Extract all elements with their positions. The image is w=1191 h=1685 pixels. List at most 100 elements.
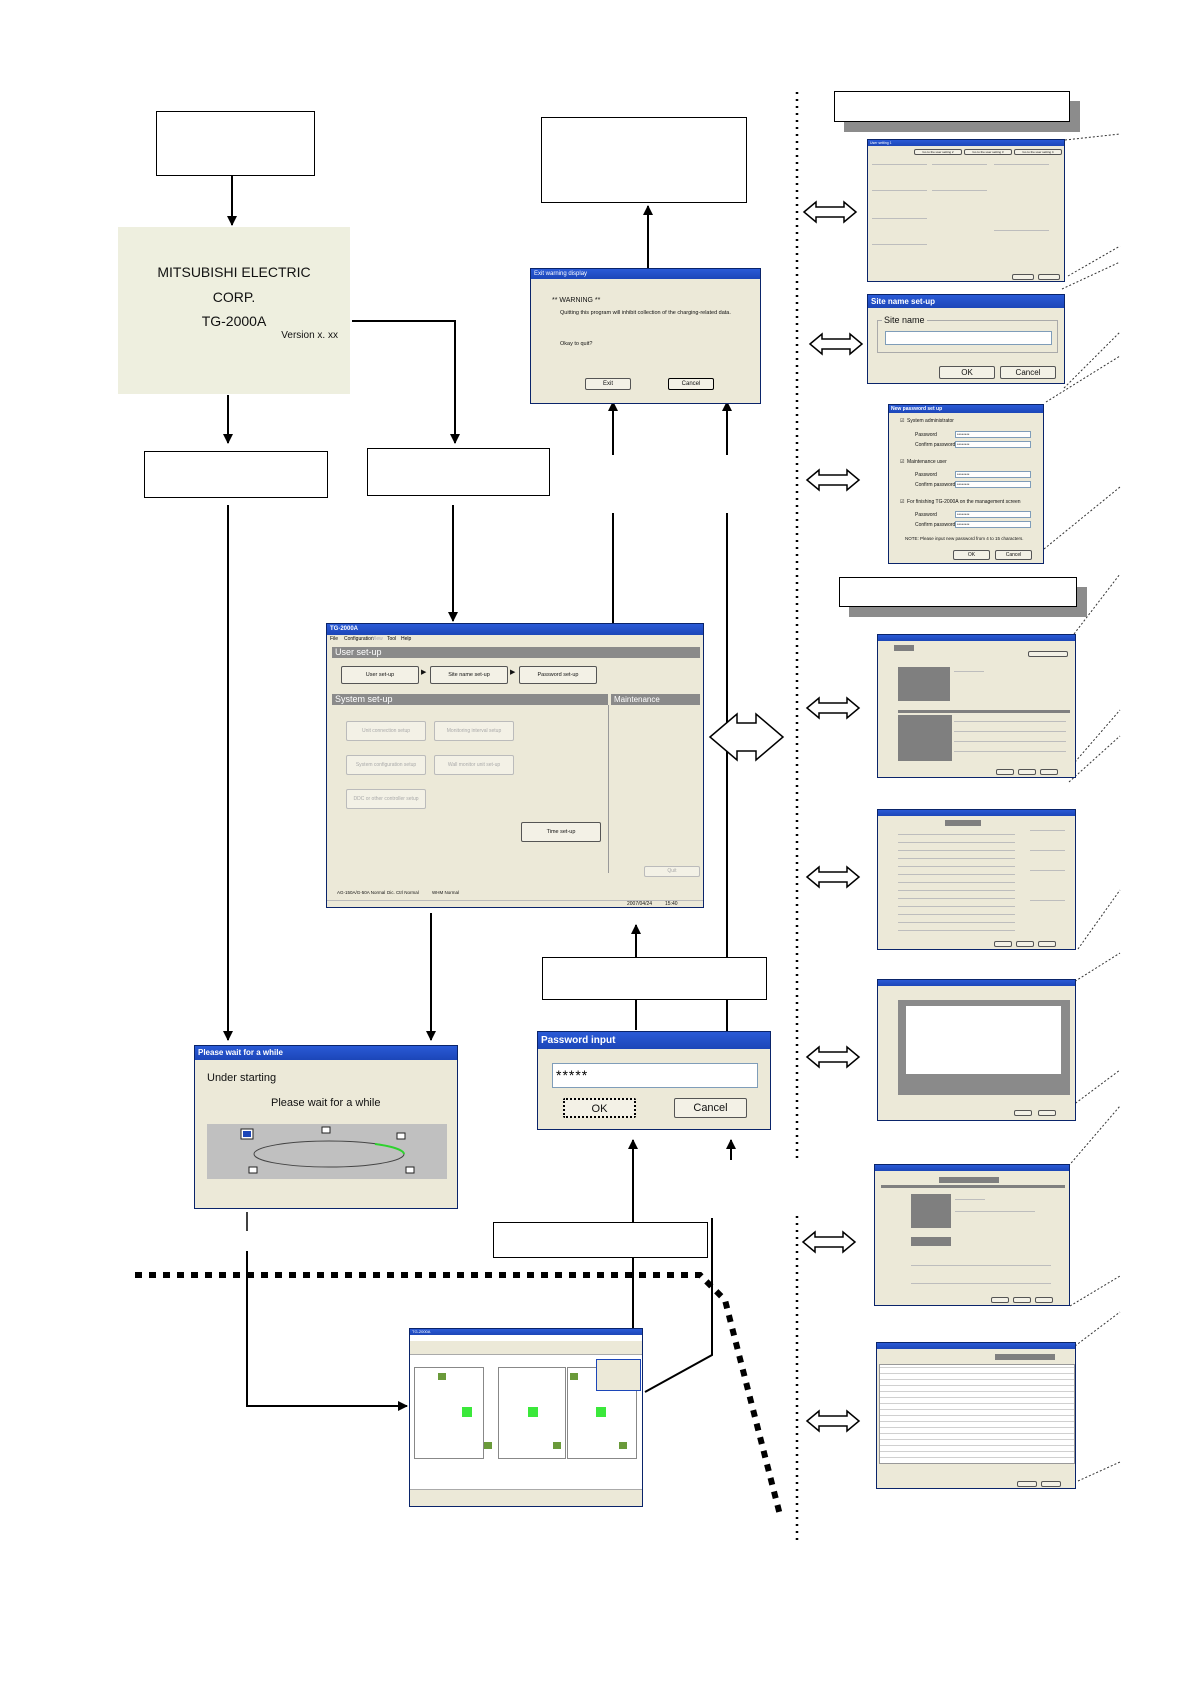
admin-confirm-label: Confirm password: [915, 442, 956, 448]
password-note: NOTE: Please input new password from 4 t…: [905, 536, 1024, 541]
menu-configuration[interactable]: Configuration: [344, 636, 374, 642]
admin-password-field[interactable]: ********: [955, 431, 1031, 438]
monitor-group-panel: [498, 1367, 566, 1459]
menu-view[interactable]: View: [372, 636, 383, 642]
user-setup-header: User set-up: [332, 647, 700, 658]
finishing-password-field[interactable]: ********: [955, 511, 1031, 518]
header-box-system: [839, 577, 1077, 607]
site-name-cancel-button[interactable]: Cancel: [1000, 366, 1056, 379]
configuration-grid: [898, 834, 1015, 938]
quit-button[interactable]: Quit: [644, 866, 700, 877]
system-configuration-button[interactable]: System configuration setup: [346, 755, 426, 775]
unit-icon: [596, 1407, 606, 1417]
site-name-setup-button[interactable]: Site name set-up: [430, 666, 508, 684]
flow-box-monitor-step: [493, 1222, 708, 1258]
user-setup-button[interactable]: User set-up: [341, 666, 419, 684]
finishing-confirm-field[interactable]: ********: [955, 521, 1031, 528]
finishing-password-label: Password: [915, 512, 937, 518]
password-titlebar: Password input: [538, 1032, 770, 1049]
system-configuration-dialog: [877, 809, 1076, 950]
thumb-button[interactable]: [1038, 1110, 1056, 1116]
admin-confirm-field[interactable]: ********: [955, 441, 1031, 448]
splash-screen: MITSUBISHI ELECTRIC CORP. TG-2000A Versi…: [118, 227, 350, 394]
maintenance-confirm-label: Confirm password: [915, 482, 956, 488]
thumb-button[interactable]: [1014, 1110, 1032, 1116]
thumb-button[interactable]: [1017, 1481, 1037, 1487]
password-input-dialog: Password input ***** OK Cancel: [537, 1031, 771, 1130]
thumb-button[interactable]: [1013, 1297, 1031, 1303]
unit-list-table: [879, 1364, 1075, 1464]
thumb-button[interactable]: [1041, 1481, 1061, 1487]
maintenance-confirm-field[interactable]: ********: [955, 481, 1031, 488]
site-name-titlebar: Site name set-up: [868, 295, 1064, 308]
exit-warning-message: Quitting this program will inhibit colle…: [560, 310, 731, 316]
site-name-input[interactable]: [885, 331, 1052, 345]
thumb-button[interactable]: [1018, 769, 1036, 775]
user-setting-tab-3[interactable]: Go to the user setting 3: [964, 149, 1012, 155]
new-password-cancel-button[interactable]: Cancel: [995, 550, 1032, 560]
thumb-button[interactable]: [1040, 769, 1058, 775]
finishing-label: For finishing TG-2000A on the management…: [907, 499, 1021, 505]
wall-monitor-button[interactable]: Wall monitor unit set-up: [434, 755, 514, 775]
maintenance-password-label: Password: [915, 472, 937, 478]
site-name-group: [877, 320, 1058, 353]
splash-company-line2: CORP.: [212, 289, 256, 305]
ddc-controller-button[interactable]: DDC or other controller setup: [346, 789, 426, 809]
site-name-dialog: Site name set-up Site name OK Cancel: [867, 294, 1065, 384]
thumb-button[interactable]: [1035, 1297, 1053, 1303]
exit-button[interactable]: Exit: [585, 378, 631, 390]
unit-icon: [462, 1407, 472, 1417]
thumb-cancel-button[interactable]: [1038, 274, 1060, 280]
user-setting-tab-2[interactable]: Go to the user setting 2: [914, 149, 962, 155]
menu-tool[interactable]: Tool: [387, 636, 397, 642]
thumb-button[interactable]: [996, 769, 1014, 775]
unit-icon: [570, 1373, 578, 1380]
time-setup-button[interactable]: Time set-up: [521, 822, 601, 842]
thumb-button[interactable]: [1016, 941, 1034, 947]
password-cancel-button[interactable]: Cancel: [674, 1098, 747, 1118]
maintenance-checkbox[interactable]: ☑: [900, 459, 905, 465]
thumb-button[interactable]: [1038, 941, 1056, 947]
wait-heading: Under starting: [207, 1072, 277, 1084]
password-field[interactable]: *****: [552, 1063, 758, 1088]
system-setup-header: System set-up: [332, 694, 608, 705]
thumb-button[interactable]: [991, 1297, 1009, 1303]
user-setting-titlebar: User setting 1: [868, 140, 1064, 146]
popup-panel: [596, 1359, 641, 1391]
maintenance-header: Maintenance: [611, 694, 700, 705]
thumb-button[interactable]: [1028, 651, 1068, 657]
site-name-group-label: Site name: [882, 315, 927, 325]
finishing-checkbox[interactable]: ☑: [900, 499, 905, 505]
monitor-titlebar: TG-2000A: [410, 1329, 642, 1335]
splash-company-line1: MITSUBISHI ELECTRIC: [157, 264, 311, 280]
new-password-dialog: New password set up ☑ System administrat…: [888, 404, 1044, 564]
unit-icon: [438, 1373, 446, 1380]
unit-icon: [528, 1407, 538, 1417]
new-password-ok-button[interactable]: OK: [953, 550, 990, 560]
flow-box-password-step: [542, 957, 767, 1000]
monitoring-interval-button[interactable]: Monitoring interval setup: [434, 721, 514, 741]
unit-connection-button[interactable]: Unit connection setup: [346, 721, 426, 741]
password-ok-button[interactable]: OK: [563, 1098, 636, 1118]
site-name-ok-button[interactable]: OK: [939, 366, 995, 379]
user-setting-tab-4[interactable]: Go to the user setting 4: [1014, 149, 1062, 155]
ddc-controller-dialog: [874, 1164, 1070, 1306]
admin-label: System administrator: [907, 418, 954, 424]
arrow-right-icon: ▶: [421, 669, 427, 676]
wall-monitor-dialog: [877, 979, 1076, 1121]
please-wait-dialog: Please wait for a while Under starting P…: [194, 1045, 458, 1209]
status-dic: Dic. Ctrl Normal: [387, 890, 419, 895]
admin-checkbox[interactable]: ☑: [900, 418, 905, 424]
maintenance-password-field[interactable]: ********: [955, 471, 1031, 478]
thumb-button[interactable]: [994, 941, 1012, 947]
network-ring-icon: [240, 1126, 415, 1174]
thumb-reset-button[interactable]: [1012, 274, 1034, 280]
menu-file[interactable]: File: [330, 636, 339, 642]
exit-warning-label: ** WARNING **: [552, 297, 601, 304]
status-whm: WHM Normal: [432, 890, 459, 895]
exit-cancel-button[interactable]: Cancel: [668, 378, 714, 390]
menu-help[interactable]: Help: [401, 636, 412, 642]
flow-box-middle: [367, 448, 550, 496]
monitor-status-bar: [410, 1489, 642, 1506]
password-setup-button[interactable]: Password set-up: [519, 666, 597, 684]
